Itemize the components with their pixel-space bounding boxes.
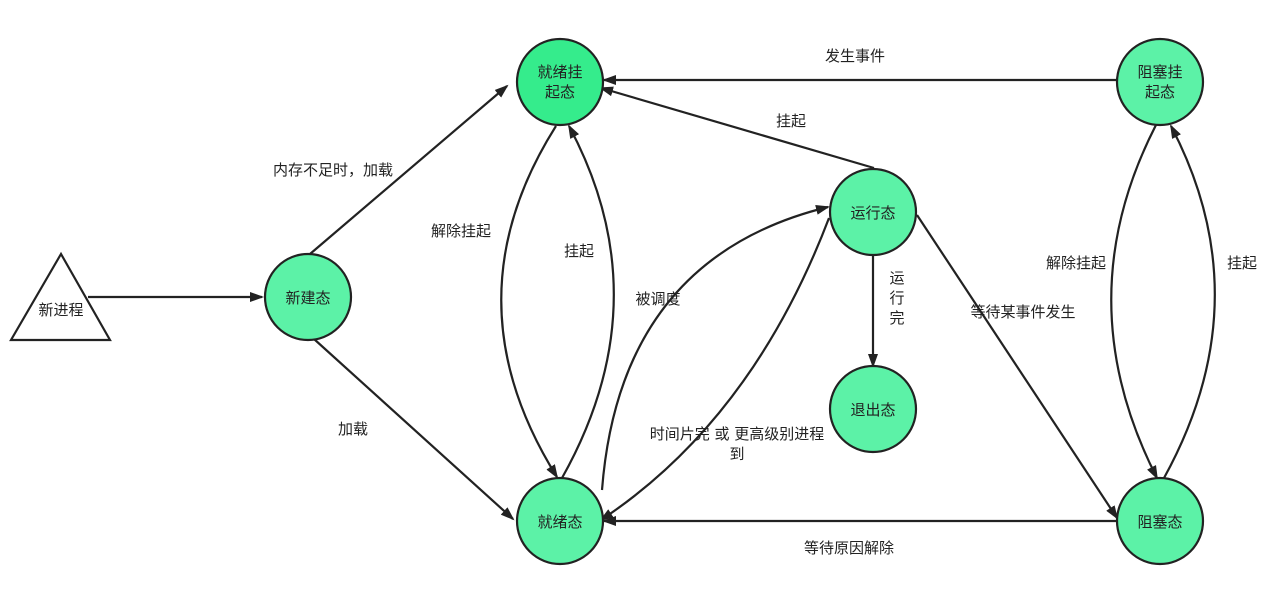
node-label-ready: 就绪态 [537, 513, 582, 531]
edge-ready-to-running [600, 205, 830, 491]
node-label-running: 运行态 [850, 204, 895, 222]
edge-ready-suspended-to-ready [500, 125, 559, 479]
edge-label-time-slice-1: 时间片完 或 更高级别进程 [650, 425, 825, 443]
nodes [9, 37, 1205, 566]
node-ready-suspended [515, 37, 605, 127]
edge-label-time-slice-2: 到 [729, 445, 744, 463]
node-label-exit: 退出态 [850, 401, 895, 419]
edge-label-run-complete-2: 行 [889, 289, 904, 307]
edge-label-suspend-running: 挂起 [776, 112, 806, 130]
node-blocked-suspended [1115, 37, 1205, 127]
node-label-ready-suspended-1: 就绪挂 [537, 63, 582, 81]
node-label-blocked-suspended-1: 阻塞挂 [1137, 63, 1182, 81]
node-exit [828, 364, 918, 454]
node-new-state [263, 252, 353, 342]
edge-label-wait-event: 等待某事件发生 [970, 303, 1075, 321]
edge-new-to-ready [313, 338, 515, 521]
edge-ready-to-ready-suspended [561, 124, 615, 479]
edge-label-scheduled: 被调度 [635, 290, 680, 308]
edge-label-run-complete-3: 完 [889, 309, 904, 327]
edge-blocked-to-blocked-suspended [1163, 124, 1216, 479]
edge-labels: 发生事件 挂起 内存不足时，加载 解除挂起 挂起 被调度 运 行 完 等待某事件… [273, 47, 1257, 557]
edge-label-suspend-right: 挂起 [1227, 254, 1257, 272]
edge-label-mem-insufficient-load: 内存不足时，加载 [273, 161, 393, 179]
edge-label-event-occurs: 发生事件 [825, 47, 885, 65]
edge-blocked-suspended-to-blocked [1110, 124, 1158, 480]
node-label-new-process: 新进程 [38, 301, 83, 319]
edges [88, 75, 1216, 526]
edge-label-run-complete-1: 运 [889, 269, 904, 287]
new-process-triangle [9, 251, 112, 342]
node-label-new-state: 新建态 [285, 289, 330, 307]
node-labels: 新进程 新建态 就绪挂 起态 就绪态 运行态 退出态 阻塞挂 起态 阻塞态 [38, 63, 1182, 531]
edge-new-to-ready-suspended [309, 84, 509, 255]
edge-label-unsuspend-left: 解除挂起 [431, 222, 491, 240]
edge-label-load: 加载 [338, 420, 368, 438]
node-running [828, 167, 918, 257]
edge-label-wait-release: 等待原因解除 [804, 539, 894, 557]
edge-running-to-ready-suspended [599, 86, 875, 170]
edge-running-to-ready [599, 217, 831, 522]
node-ready [515, 476, 605, 566]
node-label-blocked-suspended-2: 起态 [1145, 83, 1175, 101]
node-label-blocked: 阻塞态 [1137, 513, 1182, 531]
edge-label-unsuspend-right: 解除挂起 [1046, 254, 1106, 272]
node-blocked [1115, 476, 1205, 566]
node-label-ready-suspended-2: 起态 [545, 83, 575, 101]
edge-running-to-blocked [916, 214, 1119, 520]
edge-label-suspend-left: 挂起 [564, 242, 594, 260]
